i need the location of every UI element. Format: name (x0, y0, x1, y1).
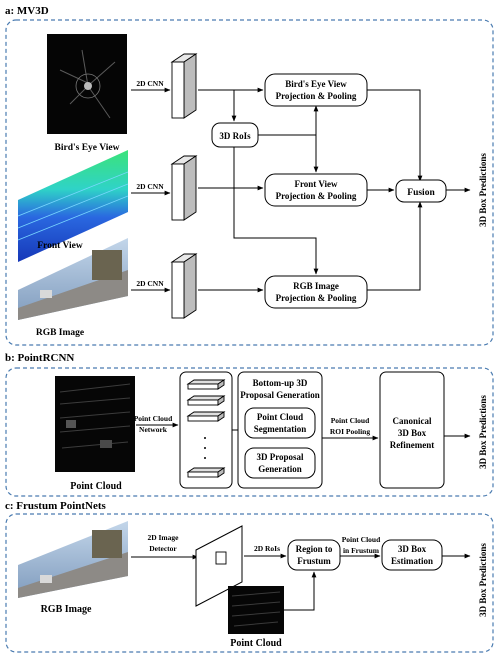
stage1-title-1: Bottom-up 3D (253, 378, 308, 388)
detector-label-2: Detector (149, 544, 177, 553)
front-view-label: Front View (37, 241, 83, 251)
section-a-frame (5, 19, 494, 346)
section-a-title: a: MV3D (5, 5, 49, 17)
cnn-block-rgb (170, 253, 198, 319)
cnn-label-fv: 2D CNN (136, 182, 164, 191)
front-view-image (17, 150, 129, 262)
rgb-label-c: RGB Image (41, 604, 92, 615)
fusion-box (395, 179, 447, 203)
cnn-block-fv (170, 155, 198, 221)
proposal-line2: Generation (258, 464, 302, 474)
pc-in-frustum-label-2: in Frustum (343, 546, 380, 555)
section-c-frame (5, 513, 494, 653)
section-b-frame (5, 367, 494, 497)
estimation-label-2: Estimation (391, 556, 433, 566)
bev-pooling-line2: Projection & Pooling (276, 91, 357, 101)
rgb-label-a: RGB Image (36, 328, 84, 338)
rois-label-c: 2D RoIs (254, 544, 280, 553)
point-feature-slabs (186, 379, 226, 478)
proposal-box (244, 447, 316, 479)
fv-pooling-line1: Front View (294, 179, 338, 189)
refinement-line1: Canonical (392, 416, 432, 426)
rgb-pooling-line1: RGB Image (293, 281, 339, 291)
region-label-2: Frustum (297, 556, 331, 566)
rois-label-a: 3D RoIs (219, 131, 251, 141)
region-to-frustum-box (287, 539, 341, 571)
refinement-box (379, 371, 445, 489)
point-cloud-label-c: Point Cloud (230, 638, 282, 649)
fusion-label: Fusion (407, 188, 435, 198)
point-cloud-image-b (55, 376, 135, 472)
box-estimation-box (381, 539, 443, 571)
roi-pooling-label-2: ROI Pooling (330, 427, 370, 436)
rgb-image-a (18, 238, 128, 320)
point-cloud-label-b: Point Cloud (70, 481, 122, 492)
detector-label-1: 2D Image (147, 533, 179, 542)
cnn-block-bev (170, 53, 198, 119)
refinement-line2: 3D Box (398, 428, 427, 438)
refinement-line3: Refinement (390, 440, 435, 450)
segmentation-line2: Segmentation (254, 424, 307, 434)
pc-in-frustum-label-1: Point Cloud (342, 535, 381, 544)
output-label-a: 3D Box Predictions (478, 153, 488, 227)
segmentation-line1: Point Cloud (257, 412, 303, 422)
point-cloud-image-c (228, 586, 284, 634)
cnn-label-bev: 2D CNN (136, 79, 164, 88)
rgb-pooling-box (264, 275, 368, 309)
estimation-label-1: 3D Box (398, 544, 427, 554)
segmentation-box (244, 407, 316, 439)
bev-label: Bird's Eye View (55, 143, 120, 153)
roi-pooling-label-1: Point Cloud (331, 416, 370, 425)
output-label-c: 3D Box Predictions (478, 543, 488, 617)
fv-pooling-line2: Projection & Pooling (276, 191, 357, 201)
network-label-1: Point Cloud (134, 414, 173, 423)
region-label-1: Region to (296, 544, 333, 554)
bev-image (47, 34, 127, 134)
rgb-pooling-line2: Projection & Pooling (276, 293, 357, 303)
section-b-title: b: PointRCNN (5, 352, 74, 364)
ellipsis-dots (204, 437, 206, 459)
rgb-image-c (18, 521, 128, 598)
section-c-title: c: Frustum PointNets (5, 500, 107, 512)
output-label-b: 3D Box Predictions (478, 395, 488, 469)
bev-pooling-line1: Bird's Eye View (285, 79, 347, 89)
network-label-2: Network (139, 425, 168, 434)
cnn-label-rgb: 2D CNN (136, 279, 164, 288)
proposal-line1: 3D Proposal (256, 452, 304, 462)
stage1-title-2: Proposal Generation (240, 390, 320, 400)
